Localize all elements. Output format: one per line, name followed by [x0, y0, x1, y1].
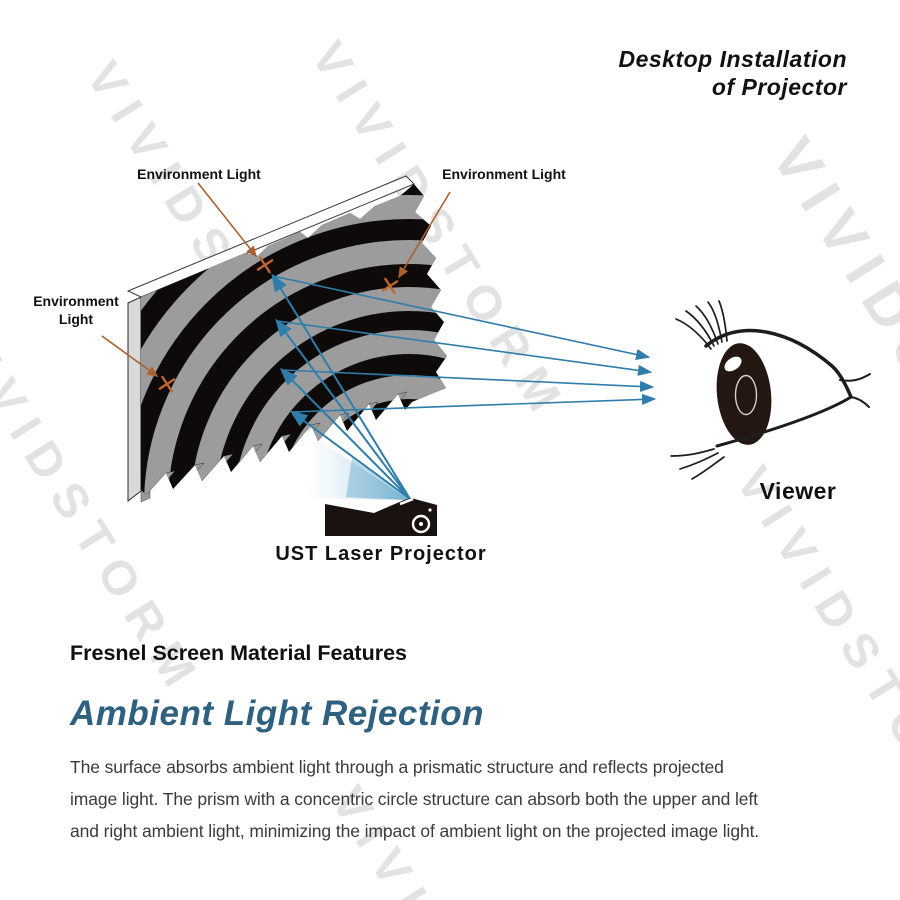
eye-highlight	[724, 356, 742, 372]
reflected-ray	[281, 369, 655, 393]
eye-corner-line-lower	[850, 396, 870, 408]
env-light-left-line2: Light	[59, 311, 94, 327]
absorption-x-icon	[381, 277, 399, 295]
screen-front-face	[141, 184, 447, 495]
ambient-light-arrow	[398, 191, 451, 279]
projector-lens	[411, 514, 431, 534]
eye-upper-lashes	[675, 300, 728, 350]
projector-light-cone-inner	[346, 458, 410, 500]
projector-illustration	[325, 497, 437, 536]
viewer-label: Viewer	[760, 478, 837, 504]
projected-ray	[279, 367, 411, 500]
section-title: Fresnel Screen Material Features	[70, 641, 407, 665]
eye-corner-line-upper	[839, 373, 871, 382]
projector-label: UST Laser Projector	[275, 543, 486, 565]
reflected-ray	[291, 393, 657, 413]
ambient-light-arrows	[101, 182, 451, 377]
eye-upper-lid	[704, 328, 853, 399]
feature-heading: Ambient Light Rejection	[70, 694, 484, 733]
fresnel-screen-illustration	[126, 175, 447, 503]
env-light-left-label: Environment Light	[33, 293, 119, 327]
screen-side-face	[127, 296, 142, 503]
projected-ray	[289, 410, 411, 500]
projected-rays	[271, 273, 411, 500]
feature-description-line2: image light. The prism with a concentric…	[70, 789, 758, 809]
projector-light-cone	[308, 440, 410, 500]
page-title-line1: Desktop Installation	[618, 46, 847, 72]
eye-pupil-ring	[734, 374, 758, 416]
absorption-x-icons	[158, 256, 399, 393]
projected-ray	[271, 273, 411, 500]
env-light-left-line1: Environment	[33, 293, 119, 309]
reflected-ray	[272, 275, 651, 360]
reflected-rays	[272, 275, 657, 413]
projector-indicator-dot	[428, 508, 432, 512]
absorption-x-icon	[158, 375, 176, 393]
feature-description-line1: The surface absorbs ambient light throug…	[70, 757, 724, 777]
page-title-line2: of Projector	[711, 74, 847, 100]
reflected-ray	[276, 320, 653, 376]
absorption-x-icon	[256, 256, 274, 274]
feature-description-line3: and right ambient light, minimizing the …	[70, 821, 760, 841]
ambient-light-arrow	[101, 335, 159, 377]
feature-description: The surface absorbs ambient light throug…	[70, 751, 759, 847]
ambient-light-arrow	[197, 182, 257, 258]
env-light-right-label: Environment Light	[442, 166, 566, 182]
page-title: Desktop Installation of Projector	[618, 45, 847, 101]
projector-lens-slit	[399, 497, 414, 506]
eye-lower-lid	[715, 395, 853, 448]
projector-lens-dot	[419, 522, 423, 526]
env-light-top-label: Environment Light	[137, 166, 261, 182]
viewer-eye-illustration	[670, 300, 871, 480]
eye-lower-lashes	[670, 448, 725, 480]
